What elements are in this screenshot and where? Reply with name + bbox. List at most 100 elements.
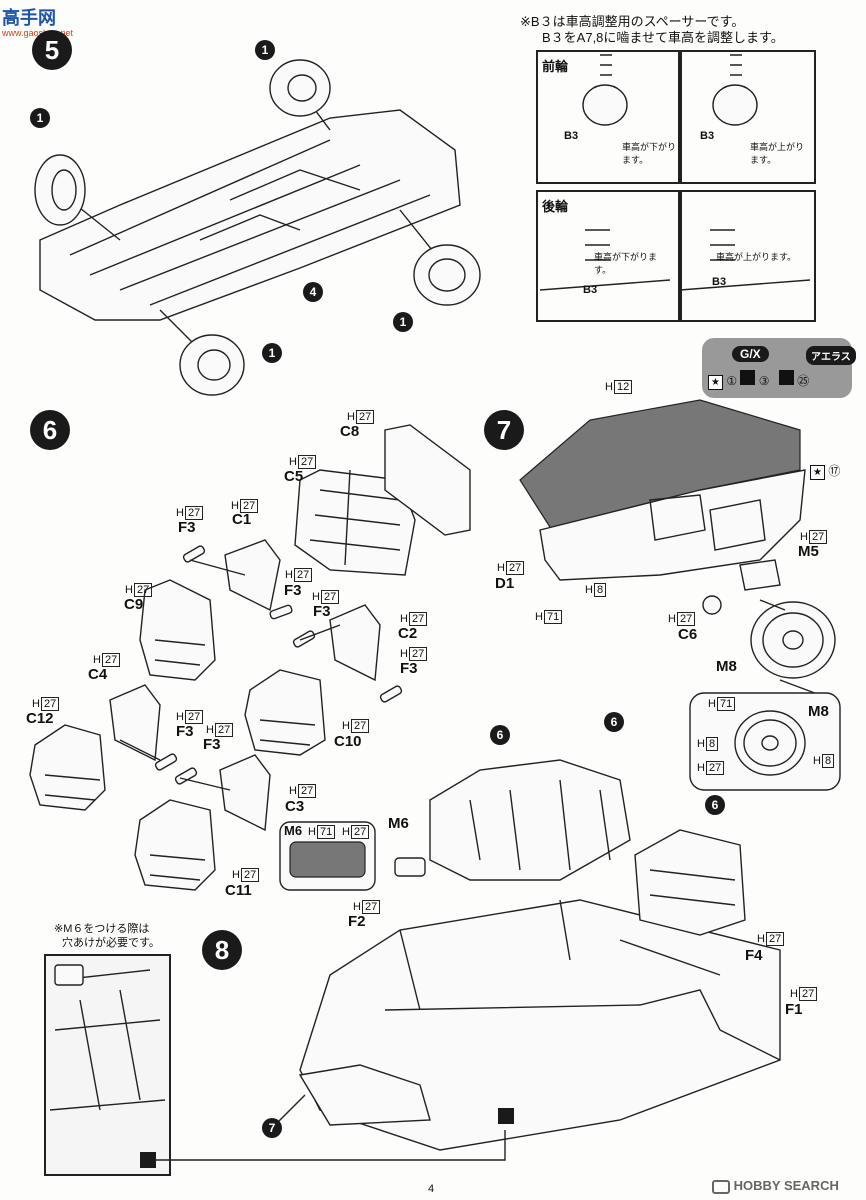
page-number: 4	[428, 1183, 435, 1195]
seat-c11	[134, 799, 216, 891]
steering-wheel-detail	[734, 710, 806, 776]
part-c11: C11	[225, 882, 252, 899]
seat-back-c2	[329, 604, 381, 682]
ref-1-wheel-c: 1	[393, 312, 413, 332]
ref-1-wheel-d: 1	[262, 343, 282, 363]
color-1: ①	[726, 374, 738, 388]
c6-knob	[702, 595, 722, 615]
ref-6-bench: 6	[705, 795, 725, 815]
b3-note: ※B３は車高調整用のスペーサーです。 B３をA7,8に嚙ませて車高を調整します。	[520, 14, 784, 46]
b3-note-line2: B３をA7,8に嚙ませて車高を調整します。	[542, 30, 784, 45]
m6-note-line1: ※M６をつける際は	[54, 923, 150, 935]
part-d1: D1	[495, 575, 515, 592]
part-c8: C8	[340, 423, 360, 440]
ref-7-console: 7	[262, 1118, 282, 1138]
ref-6-seats-a: 6	[490, 725, 510, 745]
watermark: HOBBY SEARCH	[712, 1178, 839, 1194]
seat-c10	[244, 669, 326, 756]
b3-label-front-a: B3	[564, 130, 579, 142]
part-m6: M6	[388, 815, 409, 832]
logo-text: 高手网	[2, 8, 56, 28]
checker-icon	[740, 370, 756, 385]
site-logo: 高手网 www.gaoshou.net	[2, 4, 73, 38]
step-8-badge: 8	[202, 930, 242, 970]
ref-6-seats-b: 6	[604, 712, 624, 732]
front-panel-lower	[536, 50, 680, 184]
part-f3-b: F3	[284, 582, 302, 599]
seat-c12	[29, 724, 106, 811]
seat-c9	[139, 579, 216, 681]
raise-text-front: 車高が上がります。	[750, 142, 805, 165]
part-m8-callout: M8	[808, 703, 829, 720]
steering-wheel-m8	[750, 601, 836, 679]
part-c6: C6	[678, 626, 698, 643]
wheel-bottom-right-icon	[413, 244, 481, 306]
rear-panel-lower	[536, 190, 680, 322]
part-m5: M5	[798, 543, 819, 560]
front-panel-raise	[680, 50, 816, 184]
b3-label-front-b: B3	[700, 130, 715, 142]
part-f3-c: F3	[313, 603, 331, 620]
seat-back-c4	[109, 684, 161, 762]
part-f1: F1	[785, 1001, 803, 1018]
lower-text-rear: 車高が下がります。	[594, 252, 658, 275]
logo-url: www.gaoshou.net	[2, 28, 74, 38]
watermark-logo-icon	[712, 1179, 730, 1194]
part-f4: F4	[745, 947, 763, 964]
m6-module	[394, 857, 426, 877]
hole-marker-icon	[140, 1152, 156, 1168]
dashboard-d1	[539, 469, 806, 581]
step-6-badge: 6	[30, 410, 70, 450]
bench-seat-c5	[294, 469, 416, 576]
part-c3: C3	[285, 798, 305, 815]
gx-tag: G/X	[732, 346, 769, 362]
rear-panel-raise	[680, 190, 816, 322]
paint-legend-row: ★ ① ③ ㉕	[708, 370, 809, 390]
b3-note-line1: ※B３は車高調整用のスペーサーです。	[520, 14, 745, 29]
m6-note-line2: 穴あけが必要です。	[62, 937, 160, 949]
chassis-body	[39, 109, 461, 321]
rear-bench-6	[634, 829, 746, 936]
part-c1: C1	[232, 511, 252, 528]
checker-icon-2	[778, 370, 794, 385]
ref-4-chassis: 4	[303, 282, 323, 302]
ref-1-wheel-a: 1	[255, 40, 275, 60]
part-c4: C4	[88, 666, 108, 683]
star-icon-2: ★	[810, 465, 825, 480]
seat-back-c3	[219, 754, 271, 832]
paint-star-17: ★ ⑰	[810, 462, 840, 480]
console-7	[298, 1064, 431, 1126]
part-m6-callout: M6	[284, 823, 303, 838]
rear-wheel-label: 後輪	[542, 199, 569, 214]
lower-text-front: 車高が下がります。	[622, 142, 677, 165]
part-f2: F2	[348, 913, 366, 930]
front-wheel-label: 前輪	[542, 59, 569, 74]
